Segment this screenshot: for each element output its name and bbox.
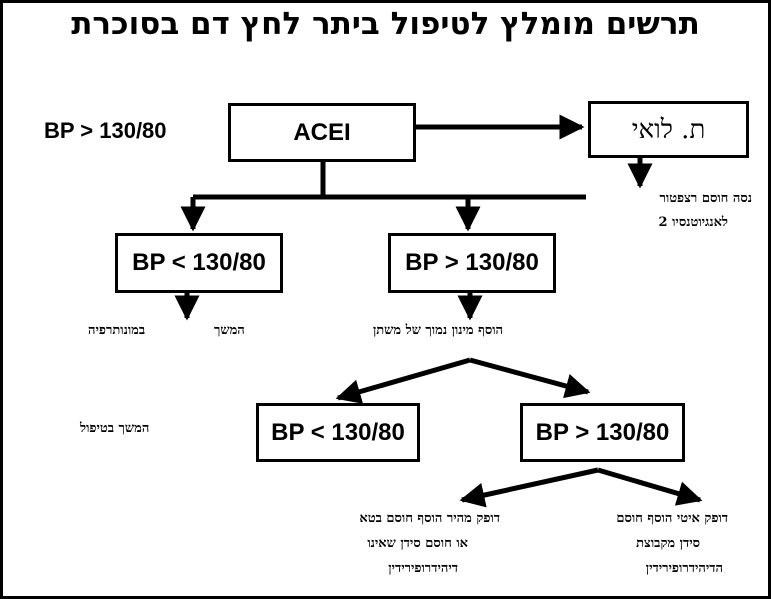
arrow-split-left	[335, 357, 471, 404]
acei-label: ACEI	[293, 118, 351, 146]
bp-high-box-2: BP > 130/80	[520, 403, 685, 462]
slow-pulse-line1: דופק איטי הוסף חוסם	[616, 511, 728, 526]
acei-box: ACEI	[228, 103, 416, 162]
continue-note-a: המשך	[214, 323, 245, 338]
arrow-to-slow-pulse	[597, 467, 703, 506]
arb-note-line1: נסה חוסם רצפטור	[659, 191, 752, 206]
bp-high-box-1: BP > 130/80	[388, 233, 556, 293]
fast-pulse-line1: דופק מהיר הוסף חוסם בטא	[359, 511, 500, 526]
bp-low-label-2: BP < 130/80	[271, 418, 405, 446]
arb-note-line2: לאנגיוטנסיו 2	[658, 215, 728, 230]
threshold-label: BP > 130/80	[44, 118, 167, 143]
bp-low-box-1: BP < 130/80	[115, 233, 283, 293]
slow-pulse-line2: סידן מקבוצת	[636, 536, 700, 551]
bp-high-label-2: BP > 130/80	[535, 418, 670, 446]
slow-pulse-line3: הדיהידרופירידין	[645, 561, 723, 576]
add-diuretic-note: הוסף מינון נמוך של משתן	[372, 323, 504, 338]
loai-box: ת. לואי	[588, 101, 749, 158]
arrow-split-right	[469, 357, 591, 399]
bp-low-box-2: BP < 130/80	[256, 403, 420, 462]
fast-pulse-line2: או חוסם סידן שאינו	[367, 536, 468, 551]
arrow-to-fast-pulse	[459, 467, 599, 508]
bp-low-label-1: BP < 130/80	[132, 249, 266, 276]
fast-pulse-line3: דיהידרופירידין	[388, 561, 458, 576]
loai-label: ת. לואי	[631, 114, 706, 145]
continue-note-b: במונותרפיה	[88, 323, 146, 338]
diagram-title: תרשים מומלץ לטיפול ביתר לחץ דם בסוכרת	[71, 6, 700, 42]
bp-high-label-1: BP > 130/80	[405, 249, 539, 276]
continue-treatment-note: המשך בטיפול	[80, 421, 150, 436]
